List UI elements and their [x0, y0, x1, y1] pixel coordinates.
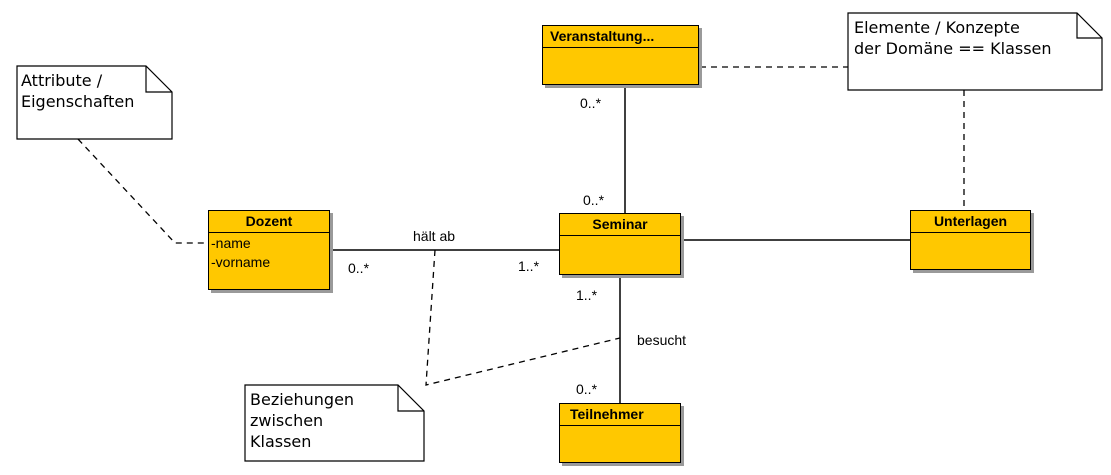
class-seminar-name: Seminar	[560, 214, 680, 236]
note-connector-beziehungen	[425, 249, 621, 386]
association-label-besucht: besucht	[637, 332, 687, 348]
association-label-haelt-ab: hält ab	[413, 228, 456, 244]
class-dozent-attributes: -name -vorname	[209, 233, 329, 272]
class-unterlagen[interactable]: Unterlagen	[910, 210, 1031, 270]
note-elemente-text: Elemente / Konzepte der Domäne == Klasse…	[854, 17, 1052, 59]
class-seminar[interactable]: Seminar	[559, 213, 681, 275]
note-attribute-line-2: Eigenschaften	[21, 92, 135, 111]
attribute-name: -name	[211, 235, 251, 251]
note-connector-attribute	[77, 138, 208, 244]
note-elemente-line-2: der Domäne == Klassen	[854, 39, 1052, 58]
note-attribute-text: Attribute / Eigenschaften	[21, 70, 134, 112]
note-beziehungen-line-2: zwischen	[250, 411, 324, 430]
note-attribute-line-1: Attribute /	[21, 71, 103, 90]
note-elemente-line-1: Elemente / Konzepte	[854, 18, 1020, 37]
class-teilnehmer-name: Teilnehmer	[560, 404, 680, 426]
class-veranstaltung[interactable]: Veranstaltung...	[542, 25, 699, 85]
multiplicity-teilnehmer-side: 0..*	[576, 381, 598, 397]
multiplicity-seminar-veranstaltung-side: 0..*	[583, 192, 605, 208]
class-veranstaltung-name: Veranstaltung...	[543, 26, 698, 48]
class-dozent[interactable]: Dozent -name -vorname	[208, 210, 330, 290]
note-beziehungen-line-3: Klassen	[250, 432, 312, 451]
attribute-vorname: -vorname	[211, 254, 271, 270]
class-unterlagen-name: Unterlagen	[911, 211, 1030, 233]
note-beziehungen-text: Beziehungen zwischen Klassen	[250, 389, 354, 452]
note-beziehungen-line-1: Beziehungen	[250, 390, 355, 409]
class-teilnehmer[interactable]: Teilnehmer	[559, 403, 681, 463]
multiplicity-dozent-side: 0..*	[348, 260, 370, 276]
multiplicity-seminar-dozent-side: 1..*	[518, 258, 540, 274]
multiplicity-seminar-teilnehmer-side: 1..*	[576, 287, 598, 303]
note-shape-elemente	[847, 12, 1103, 91]
multiplicity-veranstaltung-side: 0..*	[580, 95, 602, 111]
note-shape-attribute	[16, 65, 173, 140]
class-dozent-name: Dozent	[209, 211, 329, 233]
note-shape-beziehungen	[244, 384, 425, 462]
